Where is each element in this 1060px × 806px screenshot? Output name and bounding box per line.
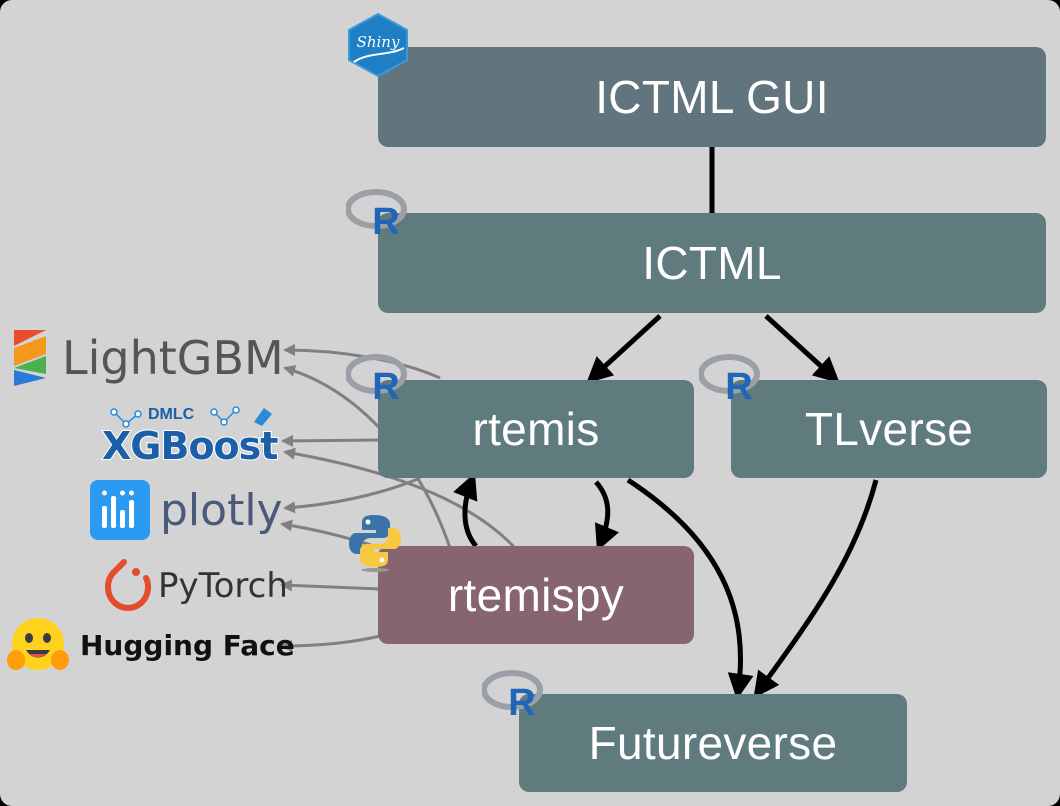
node-tlverse-label: TLverse (804, 403, 974, 455)
node-futureverse: Futureverse (519, 694, 907, 792)
node-ictml: ICTML (378, 213, 1046, 313)
r-logo-icon: R (482, 670, 543, 718)
main-edges (453, 147, 879, 700)
r-logo-icon: R (346, 189, 407, 237)
node-rtemispy: rtemispy (378, 546, 694, 644)
edge-rtemispy-huggingface (280, 634, 381, 652)
plotly-logo: plotly (90, 480, 283, 540)
r-logo-label: R (372, 201, 399, 237)
edge-tlverse-futureverse (753, 479, 879, 699)
edge-rtemispy-xgboost (283, 447, 517, 550)
shiny-hex-icon: Shiny (348, 12, 408, 78)
xgboost-label: XGBoost (101, 423, 279, 469)
node-tlverse: TLverse (731, 380, 1047, 478)
xgboost-logo: DMLC XGBoost (100, 404, 280, 469)
edge-rtemispy-pytorch (280, 579, 381, 592)
r-logo-label: R (508, 682, 535, 718)
edge-ictml-rtemis (586, 314, 662, 384)
lightgbm-label: LightGBM (62, 331, 284, 385)
pytorch-logo: PyTorch (96, 558, 288, 614)
xgboost-network-icon (110, 406, 272, 428)
r-logo-label: R (372, 366, 399, 402)
node-rtemis: rtemis (378, 380, 694, 478)
edge-rtemis-plotly (283, 476, 421, 514)
node-ictml-gui: ICTML GUI (378, 47, 1046, 147)
lightgbm-logo: LightGBM (10, 326, 284, 390)
huggingface-logo: Hugging Face (6, 614, 295, 676)
plotly-label: plotly (160, 484, 283, 536)
r-logo-label: R (725, 366, 752, 402)
lightgbm-icon (14, 330, 46, 386)
hugging-face-icon (7, 618, 69, 670)
edge-rtemis-futureverse (626, 477, 754, 700)
pytorch-flame-icon (105, 559, 152, 611)
edge-rtemispy-rtemis (453, 472, 478, 548)
edge-rtemis-rtemispy (594, 480, 619, 552)
pytorch-label: PyTorch (158, 566, 288, 606)
node-ictml-gui-label: ICTML GUI (595, 71, 829, 123)
edge-ictml-tlverse (764, 314, 840, 384)
node-ictml-label: ICTML (642, 237, 782, 289)
node-rtemis-label: rtemis (472, 403, 600, 455)
edge-rtemis-xgboost (281, 434, 381, 447)
huggingface-label: Hugging Face (80, 628, 295, 662)
r-logo-icon: R (346, 354, 407, 402)
shiny-label: Shiny (357, 33, 400, 51)
plotly-icon (90, 480, 150, 540)
node-rtemispy-label: rtemispy (447, 569, 625, 621)
python-logo-icon (349, 515, 401, 572)
r-logo-icon: R (699, 354, 760, 402)
xgboost-dmlc-label: DMLC (148, 406, 195, 423)
node-futureverse-label: Futureverse (588, 717, 838, 769)
